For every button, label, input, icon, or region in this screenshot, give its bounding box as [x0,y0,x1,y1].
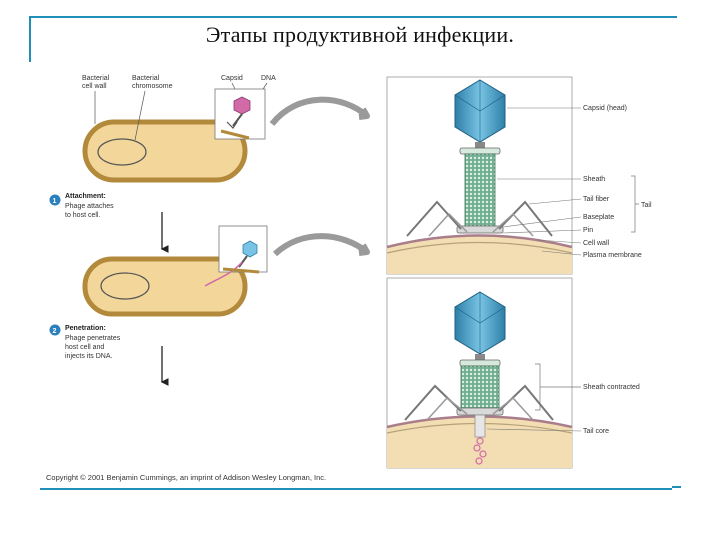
inset-box-penetration [204,225,268,287]
detail-panel-top [386,76,573,275]
baseplate-label: Baseplate [583,214,614,221]
leader-line [502,229,582,234]
copyright-caption: Copyright © 2001 Benjamin Cummings, an i… [46,473,327,482]
plasma-membrane-label: Plasma membrane [583,252,642,259]
curved-arrow-1 [269,96,370,126]
step-2-line-2: host cell and [65,344,104,351]
leader-line [528,198,582,205]
bacterial-chromosome-label-1: Bacterial [132,75,160,82]
step-2-badge [49,324,61,336]
sheath-contracted-label: Sheath contracted [583,384,640,391]
step-1-number: 1 [53,198,57,205]
left-cell-1 [82,119,248,183]
step-2-line-1: Phage penetrates [65,335,121,342]
bacterial-cell-wall-label-2: cell wall [82,83,107,90]
slide-frame-bottom [40,488,672,490]
curved-arrow-2 [272,233,370,257]
bacterial-chromosome-label-2: chromosome [132,83,173,90]
leader-line [541,250,582,256]
slide-frame-top [29,16,677,18]
tail-bracket [631,175,639,233]
detail-panel-bottom [386,277,573,469]
step-1-line-2: to host cell. [65,212,100,219]
step-2-line-3: injects its DNA. [65,353,113,360]
slide-title: Этапы продуктивной инфекции. [205,22,515,47]
bacterial-cell-wall-label-1: Bacterial [82,75,110,82]
phage-infection-figure: Bacterial cell wall Bacterial chromosome… [37,64,670,484]
leader-line [486,428,582,432]
inset-box-attachment [214,88,266,140]
pin-label: Pin [583,227,593,234]
tail-label: Tail [641,202,652,209]
sheath-label: Sheath [583,176,605,183]
step-1-title: Attachment: [65,193,106,200]
sheath-contracted-bracket [535,363,581,411]
step-2-number: 2 [53,328,57,335]
slide-accent [672,486,681,488]
step-1-line-1: Phage attaches [65,203,114,210]
leader-line [536,239,582,244]
step-1-badge [49,194,61,206]
tail-fiber-label: Tail fiber [583,196,610,203]
tail-core-label: Tail core [583,428,609,435]
figure-drawing: Bacterial cell wall Bacterial chromosome… [49,75,652,469]
leader-line [502,216,582,228]
slide-frame-left [29,16,31,62]
dna-label: DNA [261,75,276,82]
step-2-title: Penetration: [65,325,106,332]
cell-wall-label: Cell wall [583,240,610,247]
left-cell-2 [82,256,248,317]
leader-line [134,90,146,141]
capsid-label: Capsid [221,75,243,82]
capsid-head-label: Capsid (head) [583,105,627,112]
